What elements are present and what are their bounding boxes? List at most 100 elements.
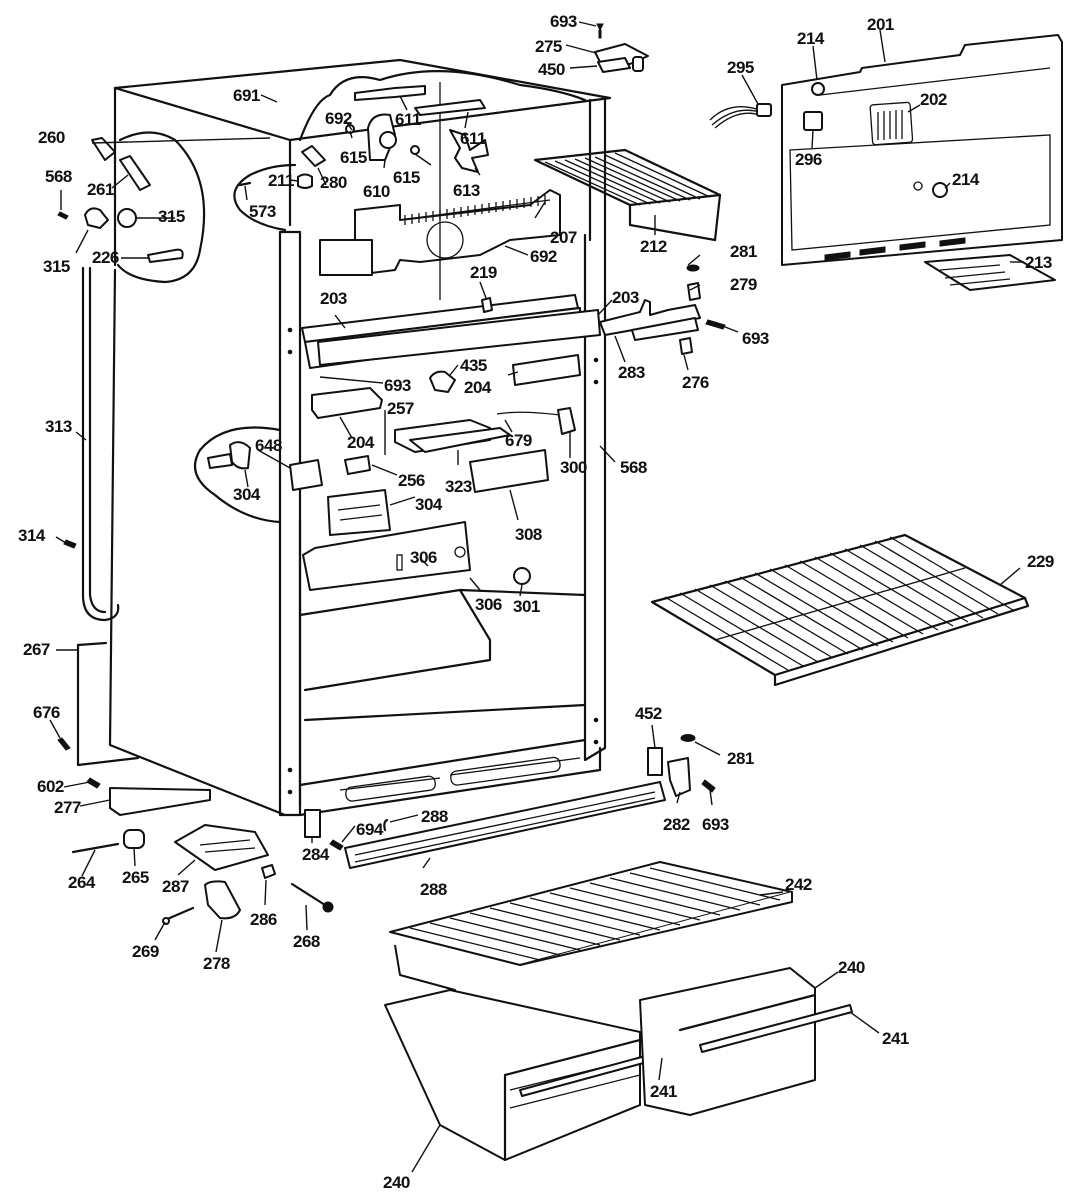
callout-313: 313 [45, 417, 72, 436]
callout-281: 281 [727, 749, 754, 768]
callout-211: 211 [268, 171, 294, 190]
callout-279: 279 [730, 275, 757, 294]
center-hinge [599, 264, 726, 355]
callout-240: 240 [383, 1173, 410, 1192]
callout-219: 219 [470, 263, 497, 282]
callout-242: 242 [785, 875, 812, 894]
callout-693: 693 [702, 815, 729, 834]
callout-241: 241 [650, 1082, 677, 1101]
callout-288: 288 [421, 807, 448, 826]
callout-275: 275 [535, 37, 562, 56]
callout-282: 282 [663, 815, 690, 834]
callout-568: 568 [620, 458, 647, 477]
callout-306: 306 [410, 548, 437, 567]
callout-278: 278 [203, 954, 230, 973]
callout-277: 277 [54, 798, 81, 817]
callout-226: 226 [92, 248, 119, 267]
callout-308: 308 [515, 525, 542, 544]
controls [63, 354, 581, 591]
top-hinge [594, 23, 649, 73]
callout-288: 288 [420, 880, 447, 899]
callout-300: 300 [560, 458, 587, 477]
callout-452: 452 [635, 704, 662, 723]
callout-281: 281 [730, 242, 757, 261]
callout-260: 260 [38, 128, 65, 147]
callout-613: 613 [453, 181, 480, 200]
callout-204: 204 [464, 378, 492, 397]
callout-692: 692 [530, 247, 557, 266]
callout-213: 213 [1025, 253, 1052, 272]
callout-264: 264 [68, 873, 96, 892]
callout-257: 257 [387, 399, 414, 418]
callout-692: 692 [325, 109, 352, 128]
callout-615: 615 [340, 148, 367, 167]
callout-694: 694 [356, 820, 384, 839]
callout-283: 283 [618, 363, 645, 382]
callout-693: 693 [550, 12, 577, 31]
callout-201: 201 [867, 15, 894, 34]
leader-lines [49, 21, 1024, 1173]
callout-295: 295 [727, 58, 754, 77]
callout-207: 207 [550, 228, 577, 247]
callout-269: 269 [132, 942, 159, 961]
callout-284: 284 [302, 845, 330, 864]
callout-573: 573 [249, 202, 276, 221]
callout-693: 693 [742, 329, 769, 348]
freezer-shelf [533, 148, 722, 242]
callout-450: 450 [538, 60, 565, 79]
callout-256: 256 [398, 471, 425, 490]
callout-676: 676 [33, 703, 60, 722]
callout-315: 315 [158, 207, 185, 226]
detail-cloud-outlines [116, 70, 587, 524]
shelf-wires [664, 536, 1014, 671]
callout-301: 301 [513, 597, 540, 616]
callout-648: 648 [255, 436, 282, 455]
callout-323: 323 [445, 477, 472, 496]
callout-265: 265 [122, 868, 149, 887]
callout-261: 261 [87, 180, 114, 199]
callout-240: 240 [838, 958, 865, 977]
crispers [384, 861, 853, 1162]
callout-602: 602 [37, 777, 64, 796]
freezer-panel [709, 34, 1063, 291]
callout-202: 202 [920, 90, 947, 109]
cabinet [76, 58, 612, 817]
callout-315: 315 [43, 257, 70, 276]
callout-304: 304 [415, 495, 443, 514]
callout-287: 287 [162, 877, 189, 896]
callout-435: 435 [460, 356, 487, 375]
callout-204: 204 [347, 433, 375, 452]
callout-286: 286 [250, 910, 277, 929]
callout-611: 611 [395, 110, 421, 129]
callout-611: 611 [460, 129, 486, 148]
callout-280: 280 [320, 173, 347, 192]
callout-268: 268 [293, 932, 320, 951]
evaporator-fins [404, 195, 546, 225]
callout-212: 212 [640, 237, 667, 256]
callout-306: 306 [475, 595, 502, 614]
callout-610: 610 [363, 182, 390, 201]
callout-304: 304 [233, 485, 261, 504]
callout-314: 314 [18, 526, 46, 545]
drain-parts [57, 137, 184, 263]
bottom-parts [57, 734, 716, 925]
callout-568: 568 [45, 167, 72, 186]
callout-214: 214 [952, 170, 980, 189]
callout-693: 693 [384, 376, 411, 395]
crisper-cover-ribs [409, 867, 781, 961]
callout-241: 241 [882, 1029, 909, 1048]
callout-203: 203 [612, 288, 639, 307]
callout-214: 214 [797, 29, 825, 48]
evaporator-cover [238, 82, 561, 300]
callout-267: 267 [23, 640, 50, 659]
callout-296: 296 [795, 150, 822, 169]
callout-276: 276 [682, 373, 709, 392]
fresh-food-shelf [650, 533, 1030, 687]
callout-691: 691 [233, 86, 260, 105]
callout-203: 203 [320, 289, 347, 308]
callout-labels: 693 275 450 214 201 295 202 296 214 213 … [18, 12, 1054, 1192]
callout-615: 615 [393, 168, 420, 187]
mullion-strips [301, 294, 601, 369]
callout-679: 679 [505, 431, 532, 450]
